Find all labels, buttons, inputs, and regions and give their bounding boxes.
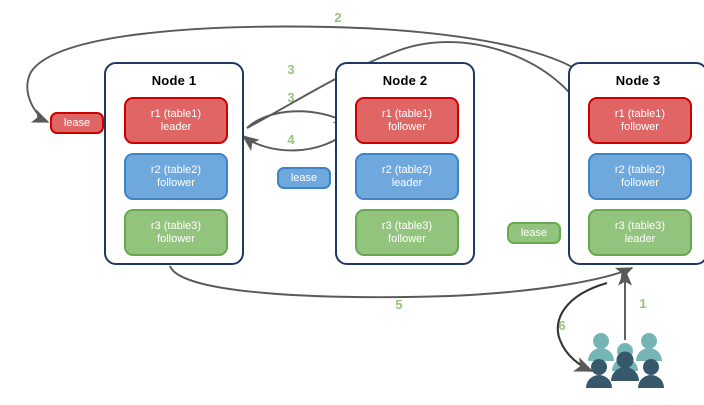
range-r2-node-1[interactable]: r2 (table2) follower	[124, 153, 228, 200]
node-box-node-3[interactable]: Node 3 r1 (table1) follower r2 (table2) …	[568, 62, 704, 265]
range-r1-node-2[interactable]: r1 (table1) follower	[355, 97, 459, 144]
step-label-3-upper: 3	[287, 62, 295, 77]
range-r1-node-3[interactable]: r1 (table1) follower	[588, 97, 692, 144]
range-name: r2 (table2)	[381, 163, 433, 176]
range-role: leader	[160, 120, 192, 133]
lease-badge-r2[interactable]: lease	[277, 167, 331, 189]
step-label-6: 6	[558, 318, 566, 333]
step-label-3-lower: 3	[287, 90, 295, 105]
step-label-4: 4	[287, 132, 295, 147]
node-title: Node 1	[151, 73, 197, 88]
range-r2-node-3[interactable]: r2 (table2) follower	[588, 153, 692, 200]
arrow-step-5	[169, 265, 634, 299]
range-r2-node-2[interactable]: r2 (table2) leader	[355, 153, 459, 200]
arrow-step-6	[556, 281, 608, 372]
range-name: r3 (table3)	[381, 219, 433, 232]
range-name: r1 (table1)	[614, 107, 666, 120]
range-role: follower	[621, 176, 659, 189]
range-name: r2 (table2)	[614, 163, 666, 176]
range-name: r1 (table1)	[381, 107, 433, 120]
range-role: follower	[388, 120, 426, 133]
range-role: follower	[157, 232, 195, 245]
range-name: r3 (table3)	[150, 219, 202, 232]
range-role: follower	[157, 176, 195, 189]
range-name: r1 (table1)	[150, 107, 202, 120]
range-r3-node-3[interactable]: r3 (table3) leader	[588, 209, 692, 256]
node-title: Node 2	[382, 73, 428, 88]
range-name: r2 (table2)	[150, 163, 202, 176]
range-role: leader	[624, 232, 656, 245]
range-role: follower	[388, 232, 426, 245]
arrow-step-3-node3	[246, 41, 587, 129]
range-r3-node-1[interactable]: r3 (table3) follower	[124, 209, 228, 256]
people-icon	[586, 333, 664, 388]
node-title: Node 3	[615, 73, 661, 88]
step-label-5: 5	[395, 297, 403, 312]
range-name: r3 (table3)	[614, 219, 666, 232]
lease-badge-r1[interactable]: lease	[50, 112, 104, 134]
arrow-step-2	[26, 25, 601, 123]
range-r1-node-1[interactable]: r1 (table1) leader	[124, 97, 228, 144]
node-box-node-2[interactable]: Node 2 r1 (table1) follower r2 (table2) …	[335, 62, 475, 265]
range-role: follower	[621, 120, 659, 133]
step-label-2: 2	[334, 10, 342, 25]
lease-badge-r3[interactable]: lease	[507, 222, 561, 244]
range-r3-node-2[interactable]: r3 (table3) follower	[355, 209, 459, 256]
range-role: leader	[391, 176, 423, 189]
node-box-node-1[interactable]: Node 1 r1 (table1) leader r2 (table2) fo…	[104, 62, 244, 265]
step-label-1: 1	[639, 296, 647, 311]
